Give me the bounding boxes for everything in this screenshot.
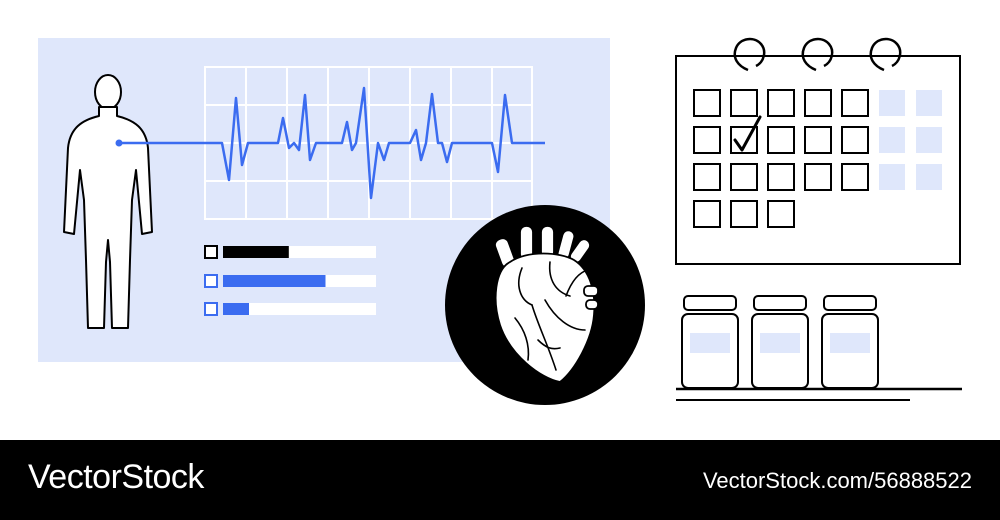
- medicine-vial-icon: [751, 295, 809, 389]
- calendar-day: [730, 200, 758, 228]
- calendar-day: [841, 126, 869, 154]
- calendar-day: [804, 163, 832, 191]
- calendar-day: [767, 126, 795, 154]
- calendar-day: [804, 89, 832, 117]
- calendar-icon: [675, 37, 961, 265]
- calendar-day: [841, 89, 869, 117]
- calendar-day: [693, 89, 721, 117]
- calendar-day-muted: [916, 90, 942, 116]
- calendar-day-muted: [879, 90, 905, 116]
- calendar-day: [693, 126, 721, 154]
- calendar-day: [730, 163, 758, 191]
- calendar-day-muted: [879, 164, 905, 190]
- calendar-day: [693, 163, 721, 191]
- medicine-vial-icon: [821, 295, 879, 389]
- brand-logo: VectorStock: [28, 458, 204, 497]
- progress-bar-3: [204, 302, 376, 316]
- footer-bar: VectorStock VectorStock.com/56888522: [0, 440, 1000, 520]
- image-url: VectorStock.com/56888522: [702, 468, 972, 493]
- medicine-vials: [681, 295, 879, 389]
- checkmark-icon: [733, 115, 762, 152]
- calendar-day: [804, 126, 832, 154]
- calendar-day: [730, 89, 758, 117]
- anatomical-heart-icon: [445, 205, 645, 405]
- medicine-vial-icon: [681, 295, 739, 389]
- progress-fill-3: [223, 303, 249, 315]
- human-figure-icon: [63, 74, 153, 329]
- calendar-day: [767, 200, 795, 228]
- calendar-day-muted: [879, 127, 905, 153]
- progress-fill-1: [223, 246, 289, 258]
- progress-bar-2: [204, 274, 376, 288]
- calendar-day: [767, 89, 795, 117]
- calendar-day-muted: [916, 164, 942, 190]
- calendar-grid: [693, 89, 942, 228]
- brand-name: VectorStock: [28, 458, 204, 496]
- calendar-day-muted: [916, 127, 942, 153]
- progress-fill-2: [223, 275, 326, 287]
- ecg-waveform-icon: [115, 86, 545, 200]
- illustration-canvas: [38, 37, 962, 405]
- progress-bar-1: [204, 245, 376, 259]
- calendar-day: [767, 163, 795, 191]
- calendar-day: [841, 163, 869, 191]
- calendar-day: [693, 200, 721, 228]
